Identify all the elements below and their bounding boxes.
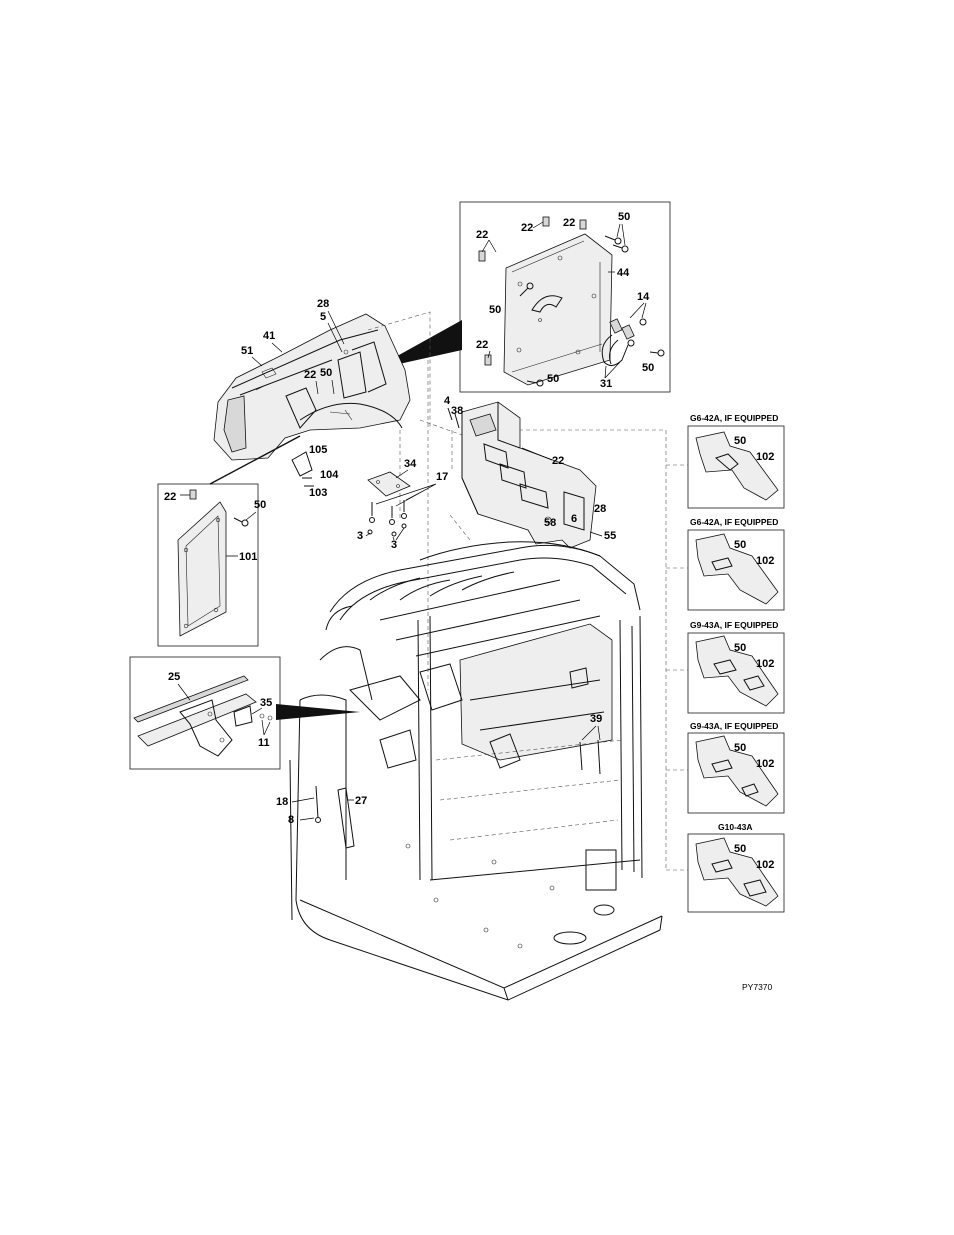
callout: 34 [404, 458, 417, 470]
callout: 4 [444, 395, 451, 407]
plate-option-5: G10-43A 50 102 [687, 822, 785, 913]
upper-cover-assembly: 41 51 28 5 22 50 105 104 103 [213, 298, 411, 499]
plate-title: G6-42A, IF EQUIPPED [690, 517, 778, 527]
callout: 51 [241, 345, 253, 357]
callout: 28 [594, 503, 606, 515]
callout: 3 [391, 539, 397, 551]
inset-panel-44: 22 22 50 22 44 50 14 22 50 31 50 [459, 201, 671, 393]
plate-title: G9-43A, IF EQUIPPED [690, 721, 778, 731]
callout: 102 [756, 758, 774, 770]
callout: 22 [476, 339, 488, 351]
callout: 22 [476, 229, 488, 241]
callout: 38 [451, 405, 463, 417]
callout: 58 [544, 517, 556, 529]
inset-pointer [209, 435, 301, 485]
callout: 50 [618, 211, 630, 223]
plate-title: G6-42A, IF EQUIPPED [690, 413, 778, 423]
callout: 11 [258, 737, 270, 749]
callout: 102 [756, 859, 774, 871]
callout: 55 [604, 530, 616, 542]
plate-title: G10-43A [718, 822, 753, 832]
callout: 101 [239, 551, 257, 563]
callout: 22 [552, 455, 564, 467]
callout: 105 [309, 444, 327, 456]
main-frame: 39 18 8 27 [276, 541, 663, 1001]
plate-option-3: G9-43A, IF EQUIPPED 50 102 [687, 620, 785, 714]
callout: 25 [168, 671, 180, 683]
inset-pointer [276, 704, 360, 720]
callout: 8 [288, 814, 294, 826]
callout: 50 [734, 435, 746, 447]
callout: 22 [521, 222, 533, 234]
callout: 50 [734, 742, 746, 754]
callout: 104 [320, 469, 339, 481]
callout: 50 [547, 373, 559, 385]
callout: 50 [642, 362, 654, 374]
callout: 14 [637, 291, 650, 303]
inset-panel-101: 22 50 101 [157, 483, 266, 647]
callout: 102 [756, 451, 774, 463]
callout: 41 [263, 330, 275, 342]
projection-lines [367, 311, 688, 871]
callout: 17 [436, 471, 448, 483]
callout: 27 [355, 795, 367, 807]
callout: 50 [320, 367, 332, 379]
access-plate-34: 34 17 3 3 [357, 458, 448, 551]
plate-title: G9-43A, IF EQUIPPED [690, 620, 778, 630]
callout: 22 [304, 369, 316, 381]
callout: 103 [309, 487, 327, 499]
callout: 50 [734, 539, 746, 551]
callout: 3 [357, 530, 363, 542]
callout: 31 [600, 378, 612, 390]
callout: 44 [617, 267, 630, 279]
callout: 22 [164, 491, 176, 503]
callout: 39 [590, 713, 602, 725]
plate-option-1: G6-42A, IF EQUIPPED 50 102 [687, 413, 785, 509]
callout: 50 [254, 499, 266, 511]
callout: 50 [489, 304, 501, 316]
callout: 50 [734, 642, 746, 654]
side-console-55: 4 38 22 58 6 28 55 [444, 395, 616, 549]
callout: 5 [320, 311, 326, 323]
inset-rail: 25 35 11 [129, 656, 281, 770]
plate-option-2: G6-42A, IF EQUIPPED 50 102 [687, 517, 785, 611]
callout: 6 [571, 513, 577, 525]
callout: 28 [317, 298, 329, 310]
callout: 18 [276, 796, 288, 808]
plate-option-4: G9-43A, IF EQUIPPED 50 102 [687, 721, 785, 814]
callout: 22 [563, 217, 575, 229]
callout: 35 [260, 697, 272, 709]
callout: 102 [756, 658, 774, 670]
figure-id: PY7370 [742, 982, 773, 992]
callout: 102 [756, 555, 774, 567]
callout: 50 [734, 843, 746, 855]
